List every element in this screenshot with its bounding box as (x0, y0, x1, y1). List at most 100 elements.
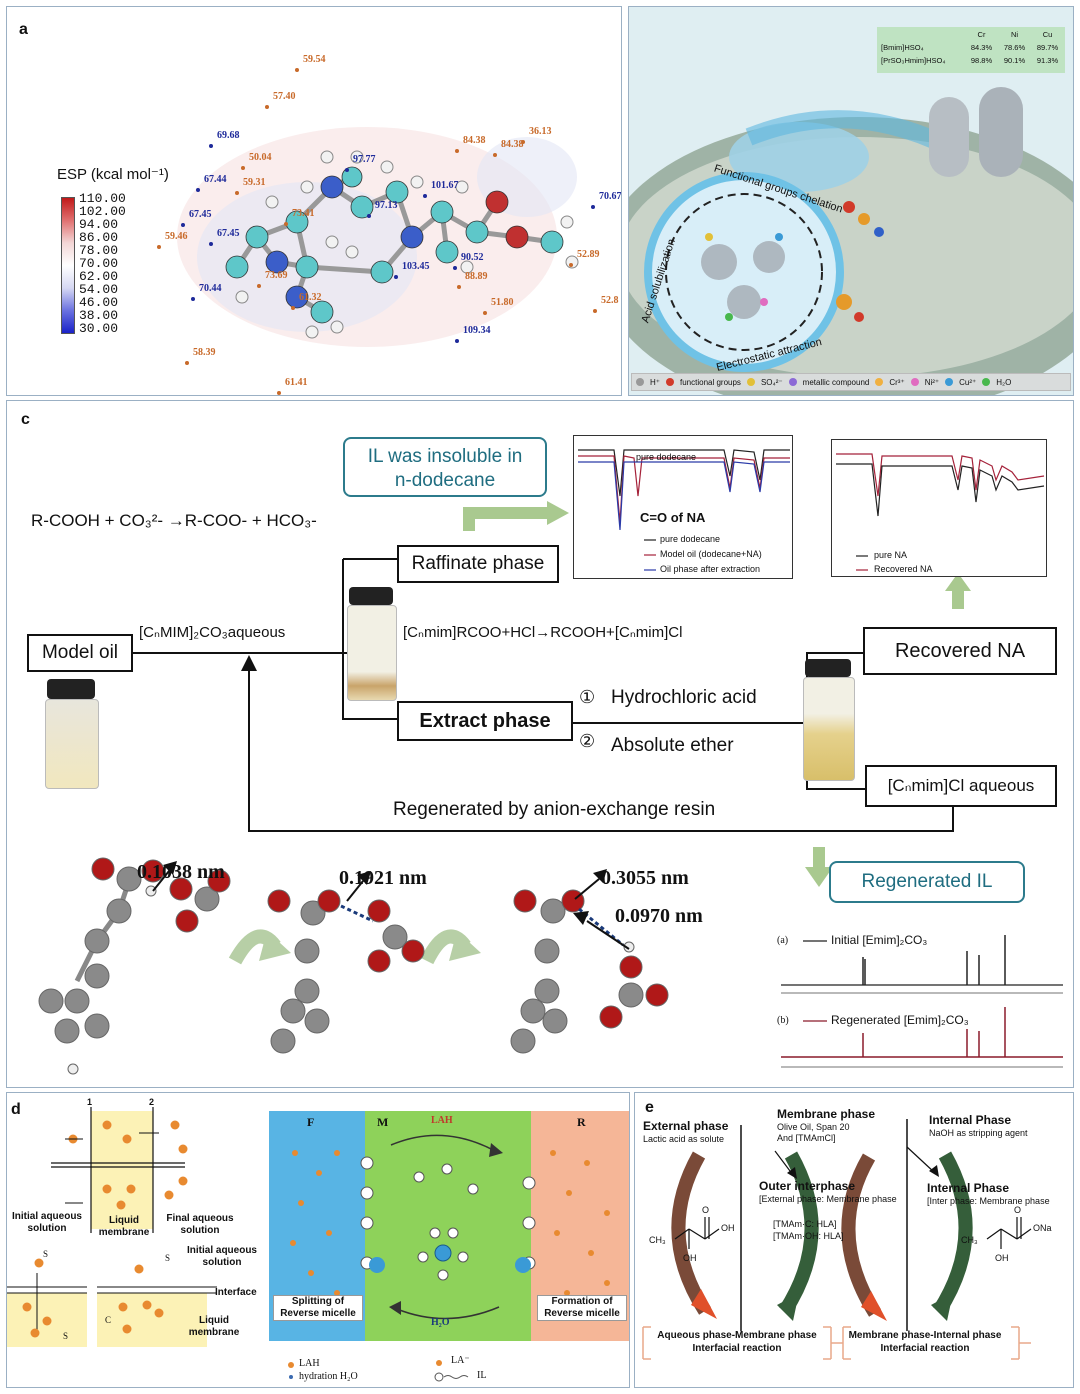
table-cell: 90.1% (1003, 56, 1026, 65)
esp-value-label: 97.77 (353, 154, 376, 165)
esp-value-label: 67.44 (204, 174, 227, 185)
esp-value-marker (291, 306, 295, 310)
h2o-arrow-label: H₂O (431, 1317, 450, 1328)
spec1-legend-1: Model oil (dodecane+NA) (660, 549, 762, 559)
esp-value-marker (181, 223, 185, 227)
panel-c-label: c (21, 411, 30, 428)
esp-value-marker (235, 191, 239, 195)
inner-interphase-title: Internal Phase (927, 1181, 1010, 1195)
esp-tick: 38.00 (79, 308, 119, 323)
esp-value-marker (185, 361, 189, 365)
table-col-cu: Cu (1042, 30, 1053, 39)
complex-2: [TMAm·OH: HLA] (773, 1231, 844, 1241)
legend-dot-cr (875, 378, 884, 386)
esp-tick: 54.00 (79, 282, 119, 297)
esp-value-marker (455, 149, 459, 153)
molecule-atom (430, 200, 454, 224)
esp-value-label: 84.38 (501, 139, 524, 150)
vial-model-oil (43, 679, 99, 789)
lactate-oh: OH (995, 1253, 1009, 1263)
esp-value-label: 52.8 (601, 295, 619, 306)
esp-value-marker (457, 285, 461, 289)
legend-la: LA⁻ (451, 1355, 470, 1366)
table-row-name: [Bmim]HSO₄ (881, 43, 924, 52)
final-solution-label: Final aqueous solution (166, 1213, 234, 1236)
molecule-atom (540, 230, 564, 254)
molecule-atom (285, 285, 309, 309)
distance-3: 0.3055 nm (601, 867, 689, 889)
esp-value-label: 59.31 (243, 177, 266, 188)
bracket1-line2: Interfacial reaction (692, 1343, 782, 1354)
spec1-top-label: pure dodecane (636, 452, 697, 462)
recovered-na-box: Recovered NA (863, 627, 1057, 675)
molecule-atom (435, 240, 459, 264)
esp-tick: 46.00 (79, 295, 119, 310)
membrane-phase-sub2: And [TMAmCl] (777, 1133, 836, 1143)
molecule-hydrogen (265, 195, 279, 209)
bracket1-label: Aqueous phase-Membrane phase Interfacial… (647, 1329, 827, 1355)
molecule-hydrogen (305, 325, 319, 339)
esp-tick: 102.00 (79, 204, 126, 219)
lactic-oh-1: OH (721, 1223, 735, 1233)
step1-label: Hydrochloric acid (611, 687, 757, 708)
molecule-hydrogen (345, 245, 359, 259)
external-phase-title: External phase (643, 1119, 729, 1133)
spec1-legend-2: Oil phase after extraction (660, 564, 761, 574)
esp-value-label: 109.34 (463, 325, 491, 336)
panel-e-label: e (645, 1099, 654, 1116)
legend-dot-cu (945, 378, 954, 386)
initial-solution-label: Initial aqueous solution (11, 1211, 82, 1234)
solute-s-1: S (43, 1249, 49, 1259)
zone-f-label: F (307, 1115, 315, 1129)
internal-phase-sub: NaOH as stripping agent (929, 1128, 1028, 1138)
esp-value-label: 69.68 (217, 130, 240, 141)
insoluble-callout: IL was insoluble in n-dodecane (343, 437, 547, 497)
esp-value-marker (591, 205, 595, 209)
bracket2-label: Membrane phase-Internal phase Interfacia… (835, 1329, 1015, 1355)
spec1-legend-0: pure dodecane (660, 534, 721, 544)
esp-value-label: 61.41 (285, 377, 308, 388)
lactic-oh-2: OH (683, 1253, 697, 1263)
esp-title: ESP (kcal mol⁻¹) (57, 166, 169, 183)
model-oil-box: Model oil (27, 634, 133, 672)
legend-h: H⁺ (650, 377, 660, 387)
extract-phase-box: Extract phase (397, 701, 573, 741)
table-cell: 89.7% (1036, 43, 1059, 52)
esp-value-label: 101.67 (431, 180, 459, 191)
liquid-membrane-schematic (7, 1107, 217, 1347)
molecule-hydrogen (460, 260, 474, 274)
distance-1: 0.1038 nm (137, 861, 225, 883)
process-connectors (133, 501, 971, 965)
extraction-illustration (629, 7, 1073, 395)
molecule-hydrogen (560, 215, 574, 229)
inner-interphase-sub: [Inter phase: Membrane phase (927, 1196, 1050, 1206)
molecule-atom (225, 255, 249, 279)
liquid-membrane-label: Liquid membrane (98, 1215, 150, 1238)
ir-spectrum-oil: pure dodecane C=O of NA pure dodecane Mo… (573, 435, 793, 579)
panel-b: b Cr Ni Cu [Bmim]HSO₄ 84.3% (628, 6, 1074, 396)
molecule-hydrogen (325, 235, 339, 249)
molecule-3 (510, 889, 669, 1054)
regenerated-il-callout: Regenerated IL (829, 861, 1025, 903)
nmr-a-label: Initial [Emim]₂CO₃ (831, 933, 928, 947)
esp-value-label: 67.45 (189, 209, 212, 220)
esp-value-marker (569, 263, 573, 267)
aqueous-label: [CₙMIM]₂CO₃aqueous (139, 624, 286, 641)
micelle-schematic (286, 1134, 610, 1382)
molecule-esp-map: 59.5457.4050.0459.3159.4673.6961.3258.39… (157, 54, 621, 395)
esp-tick: 78.00 (79, 243, 119, 258)
molecule-hydrogen (380, 160, 394, 174)
legend-dot-mc (788, 378, 797, 386)
legend-fg: functional groups (680, 377, 741, 387)
lactic-ch3: CH₃ (649, 1235, 666, 1245)
ir-spectrum-na-lines (836, 453, 1045, 571)
nmr-b-label: Regenerated [Emim]₂CO₃ (831, 1013, 969, 1027)
membrane-phase-title: Membrane phase (777, 1107, 876, 1121)
molecule-hydrogen (350, 150, 364, 164)
lactate-ch3: CH₃ (961, 1235, 978, 1245)
solute-s-2: S (63, 1331, 69, 1341)
carrier-c: C (105, 1315, 112, 1325)
panel-c: c IL was insoluble in n-dodecane R-COOH … (6, 400, 1074, 1088)
vial-separation (345, 587, 397, 701)
mechanism-molecules (38, 857, 669, 1075)
